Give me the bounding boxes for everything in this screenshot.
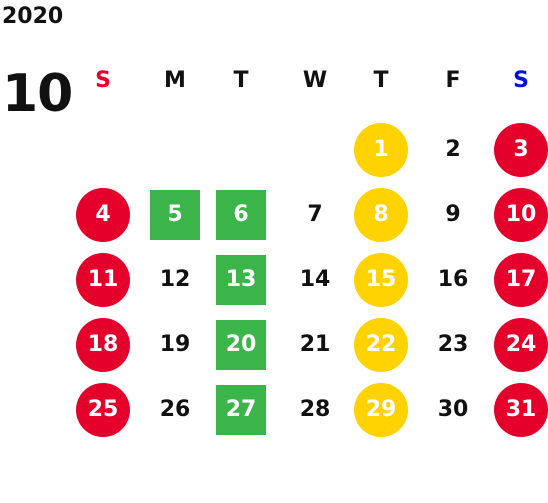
calendar-day-14: 14 xyxy=(299,267,331,292)
calendar-day-7: 7 xyxy=(307,202,323,227)
calendar-day-8: 8 xyxy=(354,188,408,242)
calendar-day-12: 12 xyxy=(159,267,191,292)
calendar-day-31: 31 xyxy=(494,383,548,437)
calendar-day-25: 25 xyxy=(76,383,130,437)
calendar-day-2: 2 xyxy=(445,137,461,162)
closed-day-marker xyxy=(216,190,266,240)
closed-day-marker xyxy=(216,320,266,370)
calendar-day-15: 15 xyxy=(354,253,408,307)
weekday-label-3: W xyxy=(302,68,328,93)
calendar-day-6: 6 xyxy=(233,202,249,227)
calendar-day-17: 17 xyxy=(494,253,548,307)
calendar-year: 2020 xyxy=(2,4,64,29)
weekday-label-0: S xyxy=(95,68,111,93)
weekday-label-2: T xyxy=(233,68,249,93)
weekday-label-1: M xyxy=(164,68,186,93)
calendar-day-27: 27 xyxy=(225,397,257,422)
calendar-day-10: 10 xyxy=(494,188,548,242)
calendar-day-16: 16 xyxy=(437,267,469,292)
weekday-label-5: F xyxy=(445,68,461,93)
calendar-day-19: 19 xyxy=(159,332,191,357)
calendar-day-22: 22 xyxy=(354,318,408,372)
calendar-day-3: 3 xyxy=(494,123,548,177)
weekday-label-4: T xyxy=(373,68,389,93)
calendar-day-30: 30 xyxy=(437,397,469,422)
calendar-day-28: 28 xyxy=(299,397,331,422)
calendar-day-29: 29 xyxy=(354,383,408,437)
calendar-day-11: 11 xyxy=(76,253,130,307)
weekday-label-6: S xyxy=(513,68,529,93)
closed-day-marker xyxy=(150,190,200,240)
calendar-day-1: 1 xyxy=(354,123,408,177)
calendar-day-4: 4 xyxy=(76,188,130,242)
calendar-day-24: 24 xyxy=(494,318,548,372)
closed-day-marker xyxy=(216,255,266,305)
calendar-day-23: 23 xyxy=(437,332,469,357)
calendar-day-20: 20 xyxy=(225,332,257,357)
calendar-day-9: 9 xyxy=(445,202,461,227)
calendar-month: 10 xyxy=(2,64,73,124)
calendar-day-5: 5 xyxy=(167,202,183,227)
calendar-day-13: 13 xyxy=(225,267,257,292)
calendar-day-21: 21 xyxy=(299,332,331,357)
calendar-day-26: 26 xyxy=(159,397,191,422)
calendar-day-18: 18 xyxy=(76,318,130,372)
closed-day-marker xyxy=(216,385,266,435)
